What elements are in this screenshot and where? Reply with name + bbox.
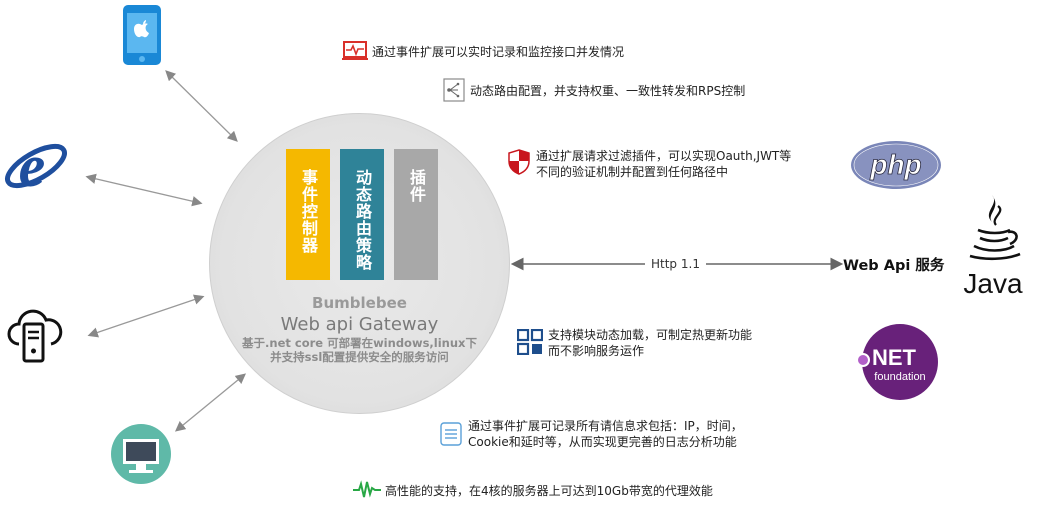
connector-phone — [165, 70, 238, 142]
svg-text:NET: NET — [872, 345, 917, 370]
feature-modules-text: 支持模块动态加载，可制定热更新功能 而不影响服务运作 — [548, 328, 753, 358]
feature-logging-text: 通过事件扩展可记录所有请信息求包括：IP，时间， Cookie和延时等，从而实现… — [468, 419, 743, 449]
feature-auth-text: 通过扩展请求过滤插件，可以实现Oauth,JWT等 不同的验证机制并配置到任何路… — [536, 149, 792, 179]
http-protocol-label: Http 1.1 — [645, 257, 706, 271]
event-controller-bar: 事件控制器 — [286, 149, 330, 280]
svg-text:e: e — [19, 133, 46, 198]
monitor-pulse-icon — [342, 40, 368, 66]
feature-routing-text: 动态路由配置，并支持权重、一致性转发和RPS控制 — [470, 84, 746, 98]
svg-text:foundation: foundation — [874, 371, 925, 383]
desktop-monitor-icon — [110, 423, 172, 489]
gateway-description: 基于.net core 可部署在windows,linux下 并支持ssl配置提… — [242, 336, 477, 364]
connector-desktop — [174, 373, 247, 432]
svg-text:Java: Java — [963, 268, 1023, 299]
php-logo: php — [850, 140, 942, 194]
svg-text:php: php — [869, 149, 921, 180]
route-config-icon — [443, 78, 465, 106]
shield-icon — [508, 149, 530, 179]
plugin-bar: 插件 — [394, 149, 438, 280]
java-logo: Java — [962, 192, 1024, 304]
web-api-service-label: Web Api 服务 — [843, 258, 945, 274]
log-list-icon — [440, 422, 462, 450]
connector-cloud — [87, 294, 205, 338]
gateway-title: Web api Gateway — [280, 314, 439, 335]
connector-ie — [85, 173, 203, 207]
feature-performance-text: 高性能的支持，在4核的服务器上可达到10Gb带宽的代理效能 — [385, 484, 713, 498]
smartphone-icon — [122, 4, 162, 70]
modules-icon — [516, 328, 544, 359]
ie-browser-icon: e — [2, 132, 70, 202]
dynamic-route-bar: 动态路由策略 — [340, 149, 384, 280]
dotnet-foundation-logo: NET foundation — [856, 323, 940, 407]
gateway-name: Bumblebee — [312, 294, 407, 312]
feature-monitoring-text: 通过事件扩展可以实时记录和监控接口并发情况 — [372, 45, 625, 59]
performance-wave-icon — [353, 480, 381, 504]
cloud-server-icon — [5, 306, 65, 368]
